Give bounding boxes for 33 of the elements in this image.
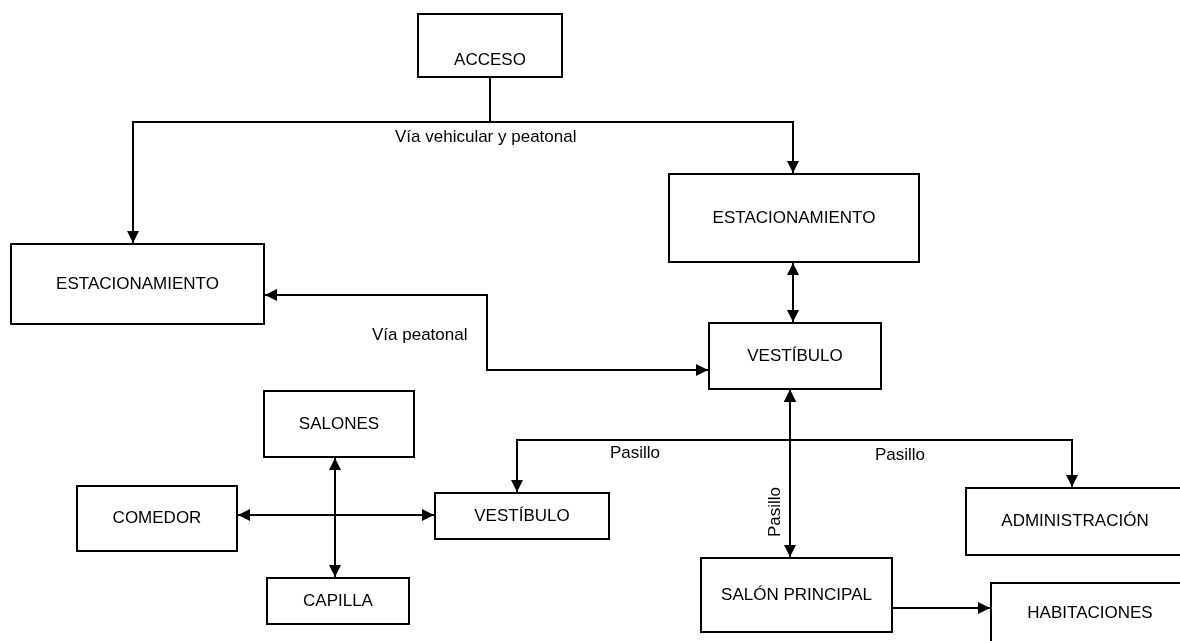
node-label: HABITACIONES [1027, 601, 1153, 624]
arrow [784, 389, 1078, 488]
arrow [329, 457, 341, 578]
node-label: ACCESO [454, 49, 526, 72]
node-label: VESTÍBULO [747, 344, 843, 367]
node-label: ADMINISTRACIÓN [1001, 510, 1149, 533]
area-box [10, 243, 265, 325]
node-label: SALONES [298, 412, 380, 435]
area-box [263, 390, 415, 458]
node-label: COMEDOR [112, 507, 202, 530]
area-box [708, 322, 882, 390]
edge-label: Pasillo [875, 445, 926, 465]
arrow [264, 289, 709, 376]
edge-label: Vía peatonal [372, 325, 468, 345]
arrow [787, 262, 799, 323]
area-box [965, 487, 1180, 556]
arrow [237, 509, 435, 521]
node-label: SALÓN PRINCIPAL [721, 583, 872, 606]
area-box [434, 492, 610, 540]
arrow [892, 602, 991, 614]
edge-label: Vía vehicular y peatonal [395, 127, 577, 147]
area-box [417, 13, 563, 78]
area-box [700, 557, 893, 633]
area-box [266, 577, 410, 625]
node-label: ESTACIONAMIENTO [56, 272, 219, 295]
node-label: VESTÍBULO [474, 504, 570, 527]
area-box [990, 582, 1180, 641]
edge-label: Pasillo [765, 486, 785, 537]
node-label: ESTACIONAMIENTO [712, 206, 876, 229]
area-box [76, 485, 238, 552]
area-box [668, 173, 920, 263]
edge-label: Pasillo [610, 443, 661, 463]
node-label: CAPILLA [303, 589, 373, 612]
